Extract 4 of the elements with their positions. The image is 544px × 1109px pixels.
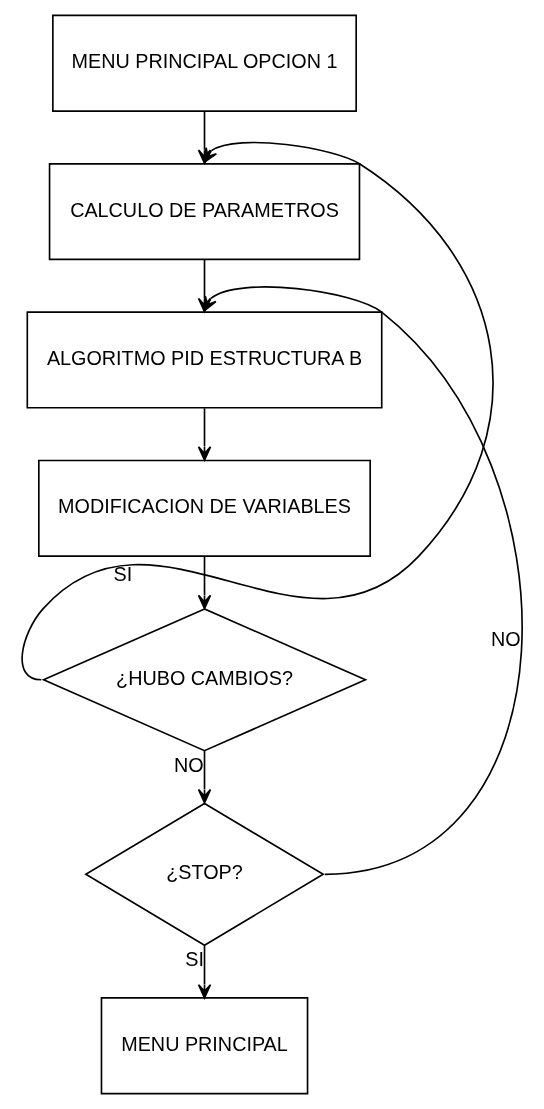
edge-label: NO	[490, 627, 521, 650]
edge-label: NO	[174, 753, 204, 776]
edge-label: SI	[185, 947, 204, 970]
edge-label: SI	[113, 562, 133, 585]
